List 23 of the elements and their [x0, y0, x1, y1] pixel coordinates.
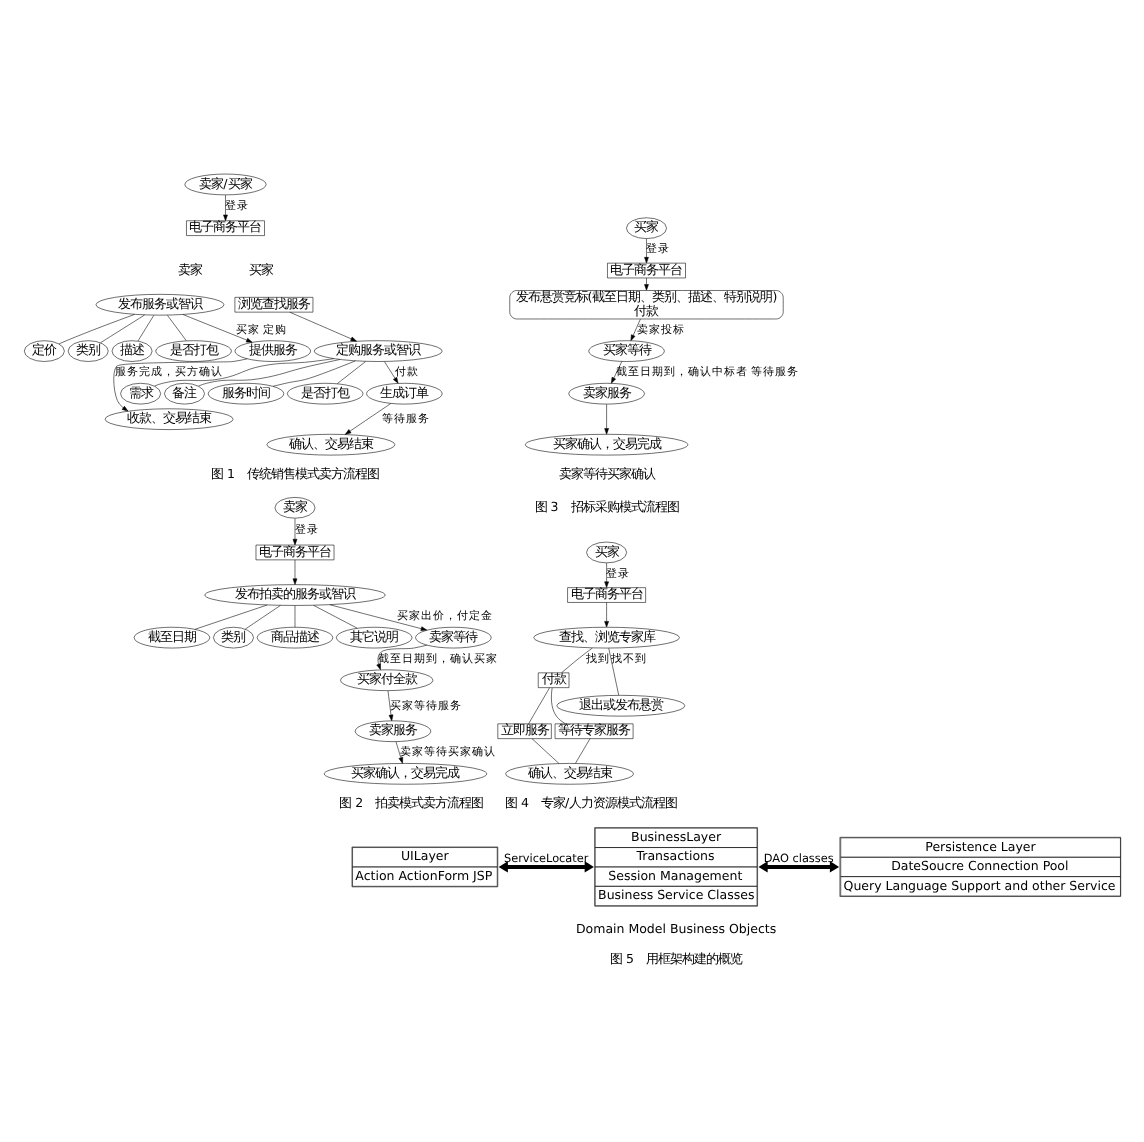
arrow [395, 740, 404, 763]
arrow [498, 860, 594, 872]
arrow [292, 517, 298, 545]
arrow [292, 558, 298, 584]
arrow [223, 193, 228, 220]
arrow [344, 402, 391, 434]
arrow [604, 561, 609, 587]
arrow [604, 601, 609, 627]
arrow [387, 689, 394, 721]
arrow [384, 360, 399, 383]
arrow [329, 603, 428, 630]
arrow [376, 643, 428, 669]
connector [154, 357, 335, 386]
arrow [113, 357, 248, 411]
arrow [289, 310, 357, 341]
arrow [630, 317, 641, 340]
connector [531, 737, 560, 763]
connector [272, 359, 356, 386]
arrow [604, 403, 609, 434]
arrow [182, 313, 253, 342]
arrow [758, 860, 840, 872]
connector [198, 358, 341, 386]
arrow [644, 237, 649, 263]
